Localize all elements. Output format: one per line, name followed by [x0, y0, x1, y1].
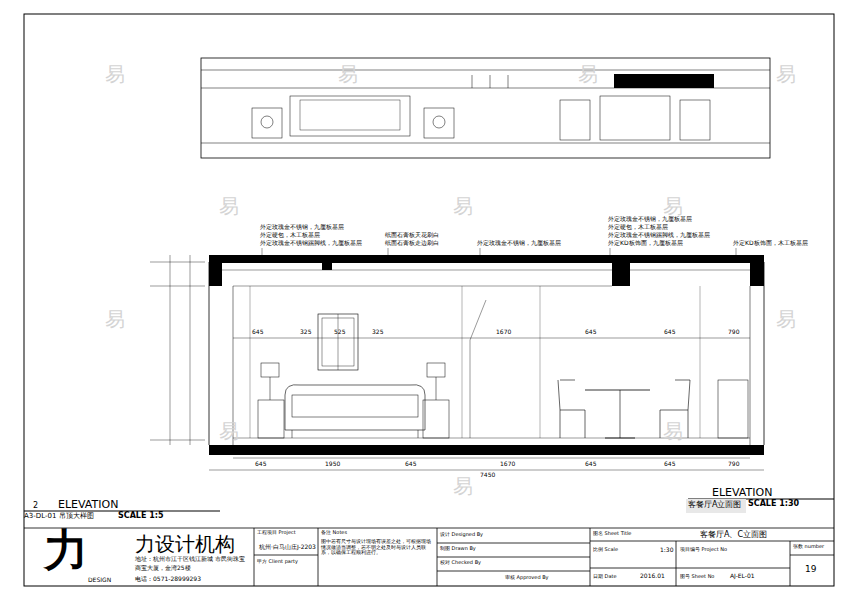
watermark: 易 — [219, 195, 239, 217]
field-label: 工程项目 Project — [257, 530, 296, 536]
field-label: 校对 Checked By — [440, 560, 481, 566]
dimension: 645 — [585, 329, 596, 336]
dimension: 645 — [252, 329, 263, 336]
dimension: 325 — [300, 329, 311, 336]
material-note: 外定玫瑰金不锈钢踢脚线，九厘板基层 — [260, 240, 362, 247]
watermark: 易 — [776, 63, 796, 85]
field-value: 19 — [805, 565, 816, 575]
address: 地址：杭州市江干区钱江新城 市民街珠宝 — [135, 556, 245, 563]
dimension: 1670 — [496, 329, 511, 336]
dimension: 645 — [664, 329, 675, 336]
logo-mark: 力 — [44, 526, 88, 574]
field-label: 图名 Sheet Title — [593, 531, 631, 537]
drawing-number: 2 — [33, 502, 38, 511]
watermark: 易 — [219, 420, 239, 442]
drawing-subtitle: 客餐厅A立面图 — [688, 501, 741, 510]
field-label: 审核 Approved By — [505, 575, 549, 581]
drawing-title: ELEVATION — [58, 499, 118, 511]
field-label: 制图 Drawn By — [440, 546, 476, 552]
material-note: 外定玫瑰金不锈钢，九厘板基层 — [477, 240, 561, 247]
dimension: 790 — [728, 329, 739, 336]
dimension: 645 — [405, 461, 416, 468]
drawing-title: ELEVATION — [712, 487, 772, 499]
logo-text: DESIGN — [88, 577, 111, 584]
watermark: 易 — [338, 63, 358, 85]
material-note: 外定玫瑰金不锈钢踢脚线，九厘板基层 — [608, 232, 710, 239]
dimension: 1950 — [325, 461, 340, 468]
field-value: 客餐厅A、C立面图 — [700, 531, 767, 540]
watermark: 易 — [453, 195, 473, 217]
material-note: 外定硬包，木工板基层 — [608, 224, 668, 231]
field-label: 日期 Date — [593, 574, 617, 580]
company-name: 力设计机构 — [135, 533, 235, 555]
dimension: 790 — [728, 461, 739, 468]
material-note: 外定KD板饰面，九厘板基层 — [608, 240, 683, 247]
material-note: 外定硬包，木工板基层 — [260, 232, 320, 239]
material-note: 外定玫瑰金不锈钢，九厘板基层 — [260, 224, 344, 231]
drawing-subtitle: A3-DL-01 吊顶大样图 — [24, 513, 94, 521]
scale-label: SCALE 1:5 — [118, 512, 164, 521]
field-label: 项目编号 Project No — [680, 547, 727, 553]
field-value: AJ-EL-01 — [730, 573, 755, 580]
material-note: 纸面石膏板天花刷白 — [385, 232, 439, 239]
field-value: 杭州·白马山庄J-2203 — [259, 544, 316, 551]
watermark: 易 — [453, 475, 473, 497]
dimension: 645 — [664, 461, 675, 468]
field-label: 备注 Notes — [321, 530, 347, 536]
field-label: 甲方 Client party — [257, 559, 298, 565]
field-value: 2016.01 — [640, 573, 665, 580]
phone: 电话：0571-28999293 — [135, 576, 201, 583]
field-label: 张数 number — [793, 544, 824, 550]
field-label: 设计 Designed By — [440, 532, 483, 538]
material-note: 纸面石膏板走边刷白 — [385, 240, 439, 247]
scale-label: SCALE 1:30 — [748, 500, 799, 509]
watermark: 易 — [578, 63, 598, 85]
material-note: 外定KD板饰面，木工板基层 — [733, 240, 808, 247]
dimension: 645 — [585, 461, 596, 468]
watermark: 易 — [663, 195, 683, 217]
dimension: 325 — [372, 329, 383, 336]
dimension: 525 — [334, 329, 345, 336]
field-value: 1:30 — [660, 547, 673, 554]
watermark: 易 — [776, 308, 796, 330]
watermark: 易 — [105, 63, 125, 85]
dimension: 645 — [255, 461, 266, 468]
address: 商宝大厦，金湾25楼 — [135, 565, 191, 572]
watermark: 易 — [105, 308, 125, 330]
dimension: 7450 — [480, 472, 495, 479]
field-label: 比例 Scale — [593, 547, 618, 553]
dimension: 1670 — [500, 461, 515, 468]
notes-text: 图中若有尺寸与设计现场有误差之处，可根据现场情况做适当调整，若不明之处及时与设计… — [321, 539, 434, 556]
watermark: 易 — [663, 420, 683, 442]
field-label: 图号 Sheet No — [680, 574, 714, 580]
